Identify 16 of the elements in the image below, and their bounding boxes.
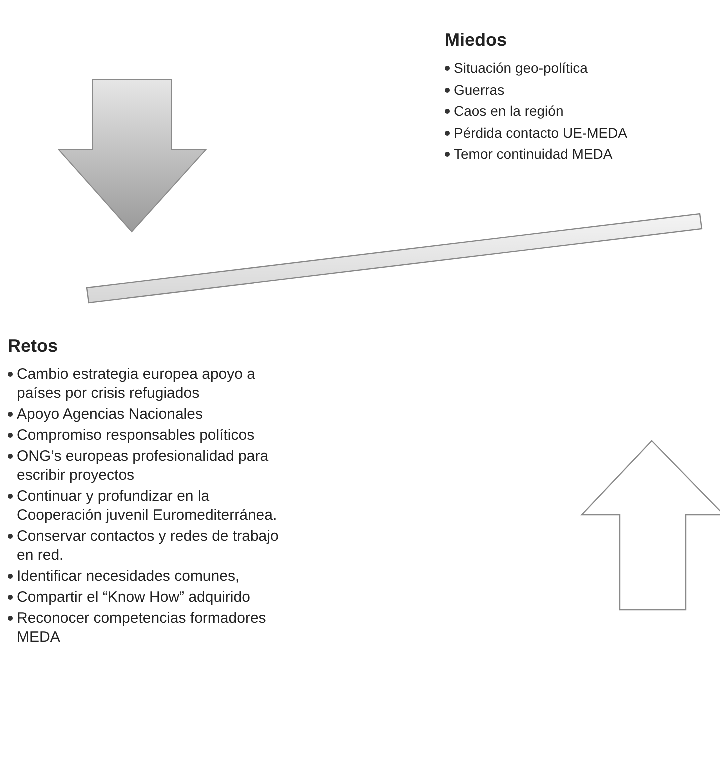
bullet-text: Guerras — [454, 82, 505, 98]
bullet-text: Identificar necesidades comunes, — [17, 568, 240, 585]
bullet-text: Pérdida contacto UE-MEDA — [454, 124, 628, 140]
bullet-text: Continuar y profundizar en la Cooperación juvenil Euromediterránea. — [17, 488, 278, 524]
bullet-text: Apoyo Agencias Nacionales — [17, 406, 203, 423]
section-heading: Retos — [8, 336, 58, 357]
section-heading: Miedos — [445, 30, 508, 51]
bullet-text: Compromiso responsables políticos — [17, 427, 255, 444]
bullet-text: Situación geo-política — [454, 60, 588, 76]
bullet-text: Compartir el “Know How” adquirido — [17, 589, 250, 606]
bullet-text: Caos en la región — [454, 103, 564, 119]
bullet-text: Conservar contactos y redes de trabajo en red. — [17, 528, 279, 564]
bullet-text: Temor continuidad MEDA — [454, 146, 613, 162]
bullet-text: Cambio estrategia europea apoyo a países por crisis refugiados — [17, 366, 256, 402]
bullet-text: Reconocer competencias formadores MEDA — [17, 610, 266, 646]
bullet-text: ONG’s europeas profesionalidad para escribir proyectos — [17, 448, 269, 484]
